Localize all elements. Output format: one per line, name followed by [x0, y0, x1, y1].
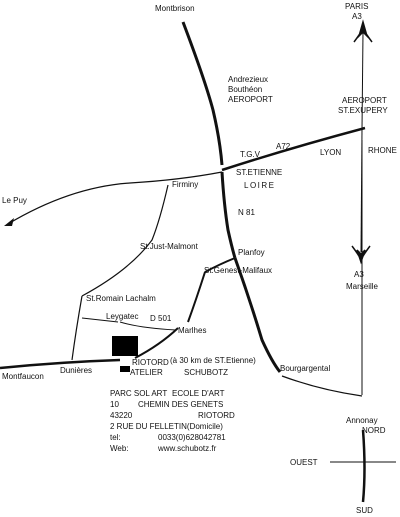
address-tel-label: tel: [110, 433, 121, 442]
address-row-1: PARC SOL ART ECOLE D'ART [110, 388, 280, 399]
label-d501: D 501 [150, 314, 172, 323]
road-n81 [220, 171, 237, 259]
road-st-just [81, 184, 169, 297]
label-st-exupery: ST.EXUPERY [338, 106, 388, 115]
address-row-4: 2 RUE DU FELLETIN(Domicile) [110, 421, 280, 432]
label-a72: A72 [276, 142, 291, 151]
label-sud: SUD [356, 506, 373, 515]
address-org: PARC SOL ART [110, 389, 168, 398]
road-genest-marlhes [187, 271, 206, 323]
address-row-5: tel: 0033(0)628042781 [110, 432, 280, 443]
road-bourg-annonay [281, 375, 363, 397]
label-distance-note: (à 30 km de ST.Etienne) [170, 356, 256, 365]
atelier-marker [112, 336, 138, 356]
label-riotord: RIOTORD [132, 358, 169, 367]
road-le-puy [7, 171, 223, 225]
address-postcode: 43220 [110, 411, 133, 420]
label-andrezieux: Andrezieux [228, 75, 269, 84]
address-street: CHEMIN DES GENETS [138, 400, 224, 409]
road-leygatec [81, 317, 119, 323]
label-montfaucon: Montfaucon [2, 372, 44, 381]
address-city: RIOTORD [198, 411, 235, 420]
label-leygatec: Leygatec [106, 312, 139, 321]
label-paris: PARIS [345, 2, 369, 11]
label-firminy: Firminy [172, 180, 199, 189]
road-montbrison [181, 21, 224, 166]
road-a72 [221, 126, 366, 172]
road-marlhes-riotord [134, 327, 179, 359]
label-st-romain: St.Romain Lachalm [86, 294, 156, 303]
address-web[interactable]: www.schubotz.fr [158, 444, 217, 453]
address-row-3: 43220 RIOTORD [110, 410, 280, 421]
address-school: ECOLE D'ART [172, 389, 225, 398]
road-d501 [119, 321, 177, 331]
road-montfaucon [0, 358, 121, 370]
label-st-just: St.Just-Malmont [140, 242, 198, 251]
road-st-romain [71, 295, 83, 361]
label-st-genest: St.Genest-Malifaux [204, 266, 273, 275]
label-boutheon: Bouthéon [228, 85, 263, 94]
address-home: 2 RUE DU FELLETIN(Domicile) [110, 422, 223, 431]
label-loire: LOIRE [244, 181, 276, 190]
address-row-2: 10 CHEMIN DES GENETS [110, 399, 280, 410]
label-rhone: RHONE [368, 146, 397, 155]
label-ouest: OUEST [290, 458, 318, 467]
road-planfoy-genest [204, 257, 236, 273]
label-aeroport-local: AEROPORT [228, 95, 273, 104]
arrow-north-icon [353, 19, 373, 43]
address-tel: 0033(0)628042781 [158, 433, 226, 442]
label-st-etienne: ST.ETIENNE [236, 168, 283, 177]
label-aeroport-main: AEROPORT [342, 96, 387, 105]
label-planfoy: Planfoy [238, 248, 265, 257]
riotord-marker [120, 366, 130, 372]
address-number: 10 [110, 400, 119, 409]
label-schubotz: SCHUBOTZ [184, 368, 228, 377]
label-lyon: LYON [320, 148, 342, 157]
road-a3-north [361, 31, 364, 131]
label-nord: NORD [362, 426, 386, 435]
label-marseille: Marseille [346, 282, 379, 291]
label-bourgargental: Bourgargental [280, 364, 331, 373]
label-montbrison: Montbrison [155, 4, 195, 13]
label-a3-south: A3 [354, 270, 364, 279]
label-n81: N 81 [238, 208, 255, 217]
address-web-label: Web: [110, 444, 129, 453]
label-tgv: T.G.V [240, 150, 261, 159]
compass-vertical [361, 429, 366, 503]
address-row-6: Web: www.schubotz.fr [110, 443, 280, 454]
label-a3-north: A3 [352, 12, 362, 21]
label-annonay: Annonay [346, 416, 378, 425]
label-marlhes: Marlhes [178, 326, 207, 335]
label-dunieres: Dunières [60, 366, 93, 375]
road-bourgargental [233, 257, 282, 373]
road-le-puy-end [4, 218, 14, 226]
label-atelier: ATELIER [130, 368, 163, 377]
address-block: PARC SOL ART ECOLE D'ART 10 CHEMIN DES G… [110, 388, 280, 454]
label-le-puy: Le Puy [2, 196, 27, 205]
